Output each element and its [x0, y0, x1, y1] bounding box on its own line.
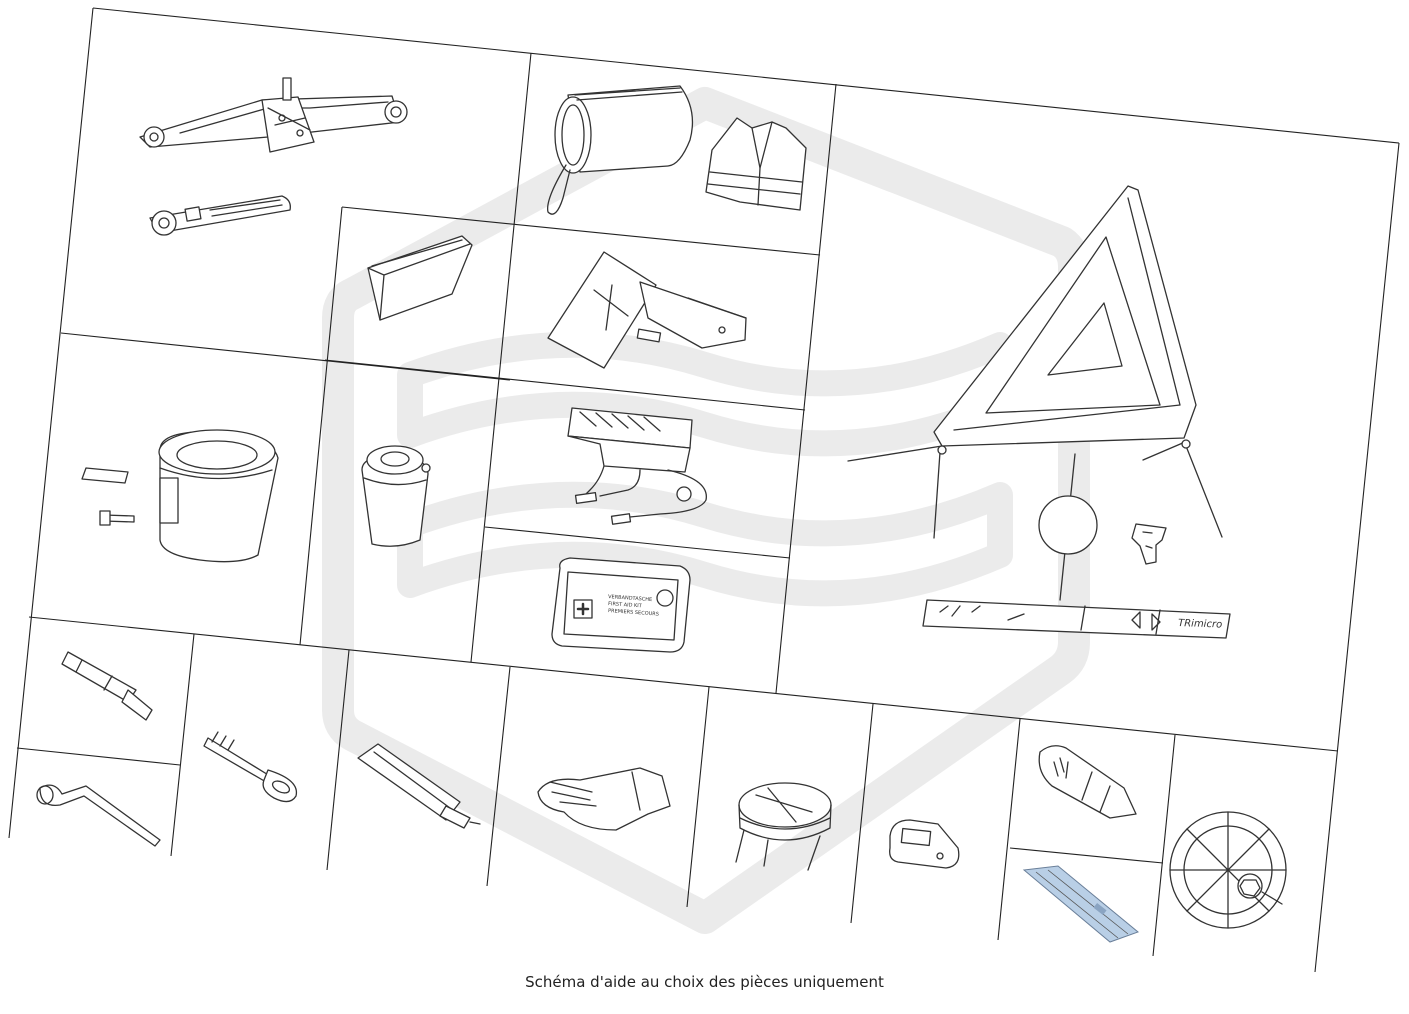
grid-line-v7: [686, 686, 710, 908]
kit-label-line-2: FIRST AID KIT: [608, 601, 643, 609]
grid-line-v3: [299, 206, 343, 646]
grid-line-h5: [324, 359, 806, 411]
scissor-jack-icon: [139, 77, 408, 153]
bag-icon: [546, 85, 694, 215]
grid-line-v8: [850, 703, 874, 924]
diagram-caption: Schéma d'aide au choix des pièces unique…: [525, 973, 884, 991]
glove-icon: [537, 767, 671, 831]
warning-triangle-icon: [847, 185, 1223, 601]
grid-line-v4: [170, 633, 195, 857]
container-icon: [735, 782, 832, 871]
grid-line-v5: [326, 649, 350, 871]
grid-line-h1: [60, 332, 511, 381]
wheel-chock-icon: [547, 251, 747, 369]
triangle-case-icon: TRimicro: [922, 599, 1231, 639]
kit-label-line-1: VERBANDTASCHE: [608, 594, 652, 603]
parts-grid: [8, 7, 1400, 973]
grid-line-h7: [1009, 847, 1164, 864]
grid-line-v10: [1152, 734, 1176, 957]
grid-line-v2: [775, 83, 837, 694]
first-aid-kit-icon: VERBANDTASCHE FIRST AID KIT PREMIERS SEC…: [551, 557, 691, 653]
bracket-icon: [889, 819, 960, 869]
bulb-icon: [1038, 745, 1137, 819]
grid-line-h6: [484, 526, 791, 559]
crank-handle-icon: [149, 195, 291, 236]
bolt-adapter-icon: [61, 651, 153, 721]
grid-line-h2: [28, 616, 1339, 752]
case-brand-label: TRimicro: [1178, 618, 1222, 631]
clip-icon: [1131, 523, 1167, 565]
kit-label-line-3: PREMIERS SECOURS: [608, 608, 659, 618]
wheel-fixing-icon: [1169, 811, 1287, 929]
vest-icon: [705, 117, 807, 211]
compressor-icon: [567, 407, 707, 525]
grid-line-v1: [470, 52, 532, 663]
pouch-icon: [367, 235, 473, 321]
sleeve-icon: [357, 743, 481, 829]
grid-line-v6: [486, 666, 511, 887]
cup-icon: [158, 429, 279, 563]
card-icon: [81, 467, 129, 484]
bottle-icon: [361, 445, 431, 547]
grid-line-v9: [997, 718, 1021, 941]
grid-border-top: [92, 7, 1400, 144]
wheel-wrench-icon: [36, 784, 161, 847]
bolt-icon: [99, 510, 135, 526]
grid-line-h3: [16, 747, 181, 766]
grid-border-right: [1314, 142, 1400, 973]
towing-eye-icon: [203, 731, 298, 803]
fuse-card-icon: [1022, 865, 1139, 943]
grid-line-h4: [341, 206, 821, 256]
grid-border-left: [8, 7, 94, 839]
